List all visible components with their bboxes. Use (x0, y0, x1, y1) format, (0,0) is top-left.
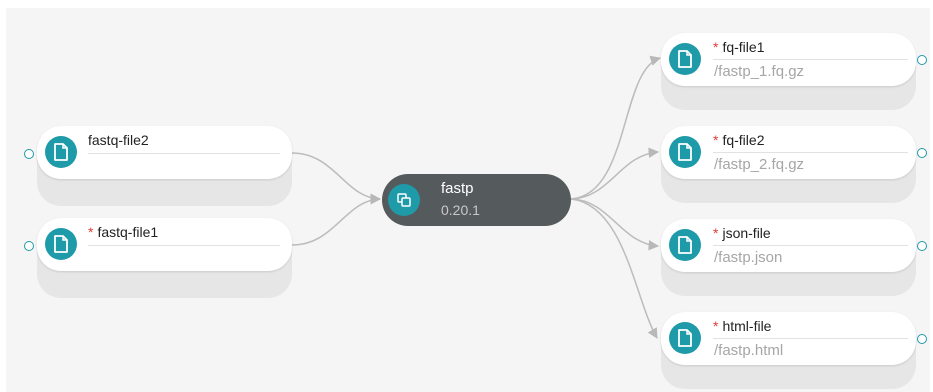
file-icon (669, 229, 701, 261)
input-node-fastq-file1[interactable]: *fastq-file1 (37, 218, 292, 298)
output-port[interactable] (24, 241, 34, 251)
output-node-fq-file2[interactable]: *fq-file2 /fastp_2.fq.gz (661, 126, 916, 203)
required-marker: * (713, 225, 719, 241)
divider (88, 245, 280, 246)
divider (713, 152, 908, 153)
required-marker: * (713, 318, 719, 334)
required-marker: * (713, 132, 719, 148)
input-port[interactable] (917, 241, 927, 251)
edge-fastp-to-json-file[interactable] (570, 198, 660, 251)
node-label: fastq-file1 (97, 224, 159, 240)
file-icon (669, 136, 701, 168)
node-label: fq-file1 (722, 39, 765, 55)
node-path: /fastp_2.fq.gz (714, 156, 805, 173)
node-card[interactable] (37, 218, 292, 271)
node-path: /fastp.json (714, 249, 783, 266)
divider (713, 245, 908, 246)
copy-icon (388, 184, 420, 216)
edge-fastq-file2-to-fastp[interactable] (291, 152, 382, 204)
edge-fastq-file1-to-fastp[interactable] (291, 194, 382, 246)
output-node-html-file[interactable]: *html-file /fastp.html (661, 312, 916, 389)
output-port[interactable] (24, 149, 34, 159)
divider (713, 338, 908, 339)
edge-fastp-to-fq-file2[interactable] (570, 147, 660, 200)
tool-version: 0.20.1 (441, 202, 480, 218)
node-label: fastq-file2 (88, 132, 149, 148)
tool-name: fastp (441, 180, 474, 197)
node-title: *fastq-file1 (88, 224, 158, 240)
file-icon (45, 136, 77, 168)
file-icon (669, 322, 701, 354)
output-node-fq-file1[interactable]: *fq-file1 /fastp_1.fq.gz (661, 33, 916, 110)
output-node-json-file[interactable]: *json-file /fastp.json (661, 219, 916, 296)
edge-fastp-to-fq-file1[interactable] (570, 55, 662, 200)
file-icon (669, 43, 701, 75)
node-path: /fastp_1.fq.gz (714, 63, 805, 80)
node-title: *html-file (713, 318, 771, 334)
node-title: *json-file (713, 225, 771, 241)
node-label: json-file (722, 225, 771, 241)
node-label: fq-file2 (722, 132, 765, 148)
node-path: /fastp.html (714, 342, 784, 359)
node-title: *fq-file1 (713, 39, 764, 55)
node-title: *fq-file2 (713, 132, 764, 148)
required-marker: * (88, 224, 94, 240)
input-port[interactable] (917, 334, 927, 344)
input-node-fastq-file2[interactable]: *fastq-file2 (37, 126, 292, 206)
node-label: html-file (722, 318, 772, 334)
edge-fastp-to-html-file[interactable] (570, 198, 658, 339)
file-icon (45, 228, 77, 260)
input-port[interactable] (917, 148, 927, 158)
required-marker: * (713, 39, 719, 55)
node-card[interactable] (37, 126, 292, 179)
divider (88, 153, 280, 154)
tool-node-fastp[interactable]: fastp 0.20.1 (382, 174, 571, 226)
input-port[interactable] (917, 55, 927, 65)
divider (713, 59, 908, 60)
node-title: *fastq-file2 (88, 132, 149, 148)
